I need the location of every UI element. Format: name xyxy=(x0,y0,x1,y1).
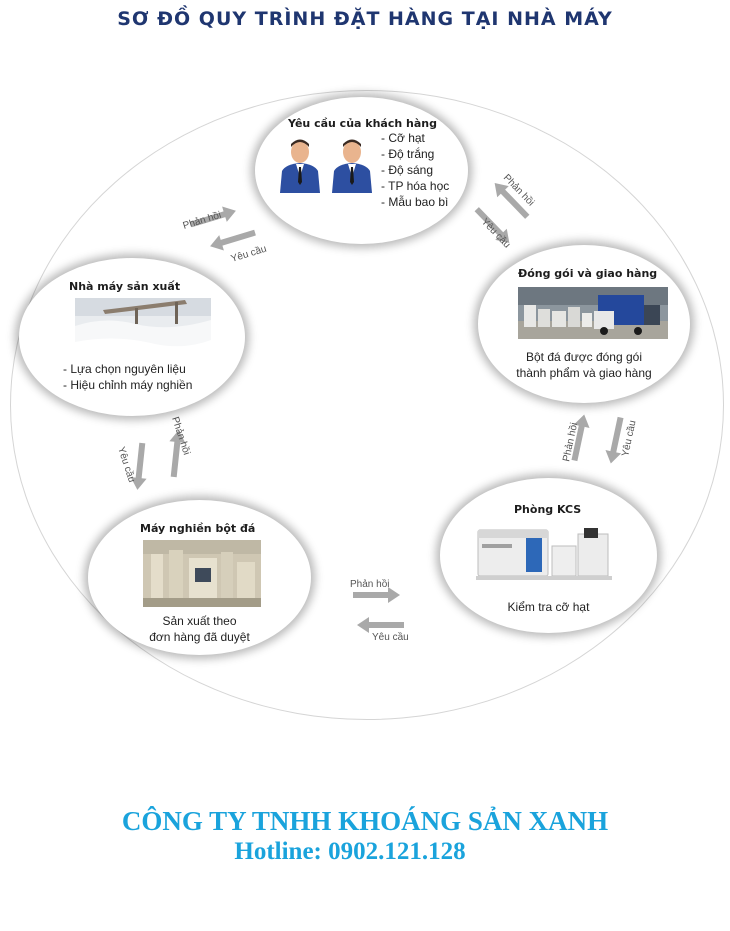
requirement-item: - TP hóa học xyxy=(381,179,450,193)
node-factory: Nhà máy sản xuất - Lựa chọn nguyên liệu … xyxy=(19,258,245,416)
arrow-label-feedback-4: Phản hồi xyxy=(350,578,389,590)
factory-quarry-photo xyxy=(75,298,211,358)
factory-line: - Lựa chọn nguyên liệu xyxy=(63,362,186,376)
customer-requirement-list: - Cỡ hạt - Độ trắng - Độ sáng - TP hóa h… xyxy=(381,130,449,210)
node-kcs-lab: Phòng KCS Kiểm tra cỡ hạt xyxy=(440,478,657,633)
hotline: Hotline: 0902.121.128 xyxy=(234,838,466,865)
kcs-line: Kiểm tra cỡ hạt xyxy=(507,600,590,614)
factory-line: - Hiệu chỉnh máy nghiền xyxy=(63,378,193,392)
customer-people-icon xyxy=(280,139,372,193)
requirement-item: - Độ trắng xyxy=(381,147,435,161)
arrow-label-request-3: Yêu cầu xyxy=(619,419,638,457)
requirement-item: - Độ sáng xyxy=(381,163,434,177)
company-name: CÔNG TY TNHH KHOÁNG SẢN XANH xyxy=(121,806,609,836)
node-grinding-mill: Máy nghiền bột đá Sản xuất theo đơn hàng… xyxy=(88,500,311,655)
packing-line: thành phẩm và giao hàng xyxy=(516,366,652,380)
mill-line: Sản xuất theo xyxy=(162,614,237,628)
arrow-label-request-2: Yêu cầu xyxy=(479,216,513,251)
mill-description: Sản xuất theo đơn hàng đã duyệt xyxy=(88,613,311,645)
packing-line: Bột đá được đóng gói xyxy=(526,350,642,364)
node-packing-delivery: Đóng gói và giao hàng Bột đá được đóng g… xyxy=(478,245,690,403)
arrow-label-request-5: Yêu cầu xyxy=(115,445,138,484)
node-title-packing: Đóng gói và giao hàng xyxy=(518,267,658,280)
arrow-label-request-4: Yêu cầu xyxy=(372,631,409,643)
particle-analyzer-photo xyxy=(476,524,612,586)
page-title: SƠ ĐỒ QUY TRÌNH ĐẶT HÀNG TẠI NHÀ MÁY xyxy=(117,8,613,30)
packing-description: Bột đá được đóng gói thành phẩm và giao … xyxy=(478,349,690,381)
grinding-mill-photo xyxy=(143,540,261,607)
node-title-kcs: Phòng KCS xyxy=(514,503,582,516)
factory-description: - Lựa chọn nguyên liệu - Hiệu chỉnh máy … xyxy=(63,361,192,393)
packing-warehouse-photo xyxy=(518,287,668,339)
mill-line: đơn hàng đã duyệt xyxy=(149,630,250,644)
arrow-label-feedback-5: Phản hồi xyxy=(169,415,193,456)
arrow-kcs-to-mill xyxy=(357,617,404,633)
process-cycle-ring xyxy=(10,90,724,720)
node-title-mill: Máy nghiền bột đá xyxy=(140,522,256,535)
node-title-customer: Yêu cầu của khách hàng xyxy=(288,117,437,130)
kcs-description: Kiểm tra cỡ hạt xyxy=(440,599,657,615)
requirement-item: - Mẫu bao bì xyxy=(381,195,449,209)
arrow-label-feedback-1: Phản hồi xyxy=(181,209,222,232)
arrow-label-request-1: Yêu cầu xyxy=(229,243,268,265)
arrow-label-feedback-2: Phản hồi xyxy=(501,172,537,209)
requirement-item: - Cỡ hạt xyxy=(381,131,425,145)
node-title-factory: Nhà máy sản xuất xyxy=(69,280,181,293)
node-customer-requirements: Yêu cầu của khách hàng - Cỡ hạt - Độ trắ… xyxy=(255,97,468,244)
